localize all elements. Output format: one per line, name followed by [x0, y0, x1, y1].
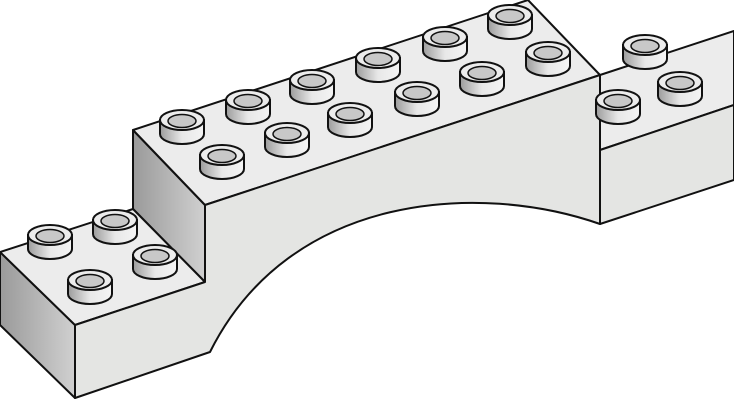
- stud: [159, 109, 205, 145]
- stud: [355, 47, 401, 83]
- stud: [459, 61, 505, 97]
- studs-group: [27, 4, 703, 305]
- stud: [225, 89, 271, 125]
- stud: [199, 144, 245, 180]
- stud: [67, 269, 113, 305]
- stud: [422, 26, 468, 62]
- stud: [622, 34, 668, 70]
- stud: [327, 102, 373, 138]
- stud: [487, 4, 533, 40]
- stud: [289, 69, 335, 105]
- stud: [132, 244, 178, 280]
- stud: [92, 209, 138, 245]
- stud: [394, 81, 440, 117]
- stud: [595, 89, 641, 125]
- stud: [657, 71, 703, 107]
- arch-front-face: [74, 74, 601, 399]
- stud: [27, 224, 73, 260]
- stud: [525, 41, 571, 77]
- stud: [264, 122, 310, 158]
